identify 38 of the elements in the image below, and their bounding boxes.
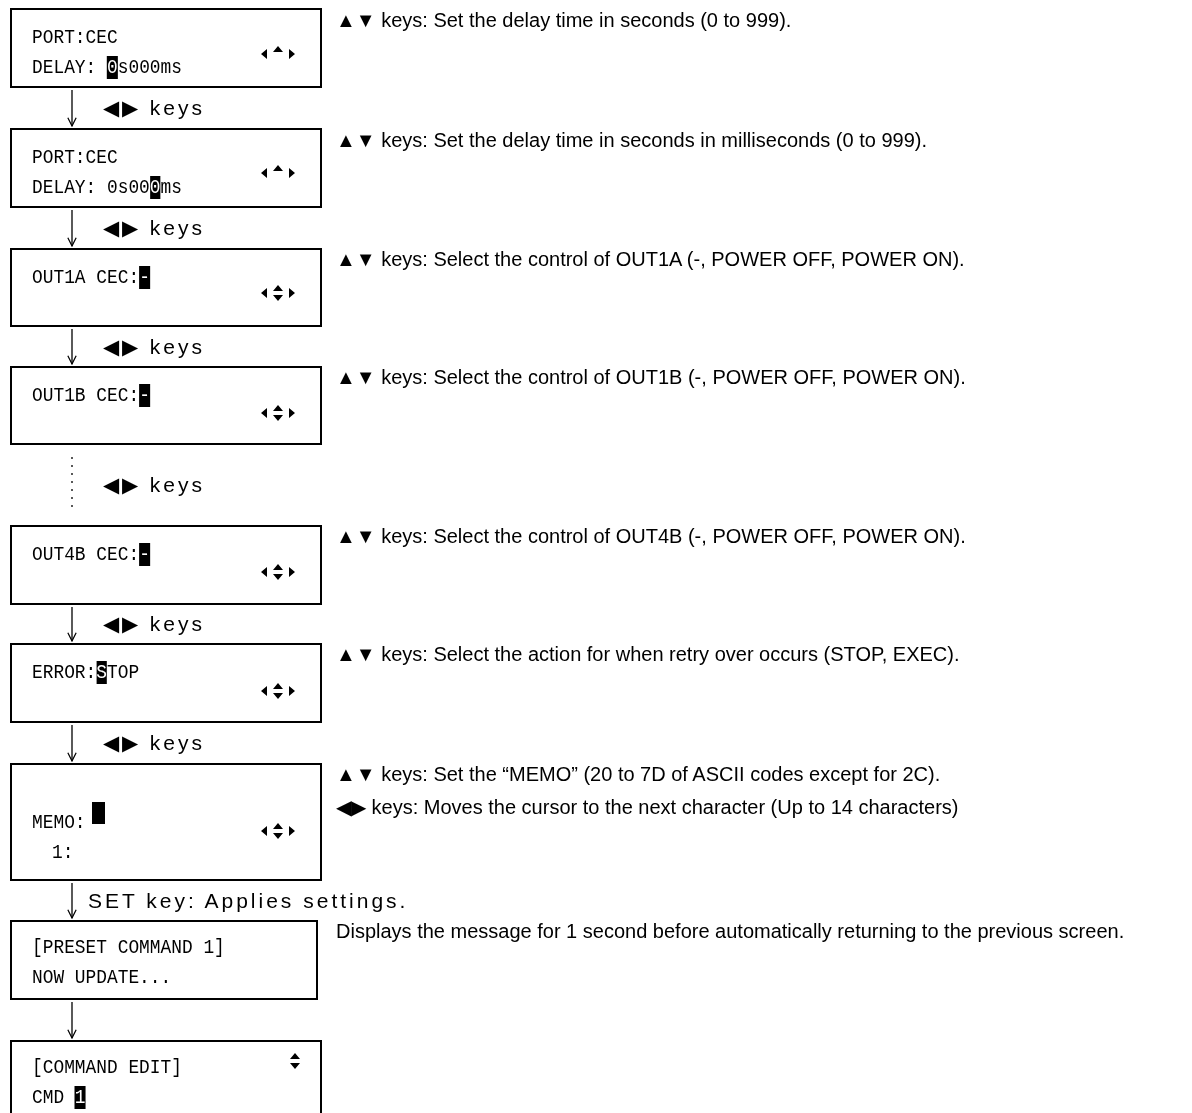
arrow <box>67 328 77 365</box>
screen-text: DELAY: 0s000ms <box>32 56 182 80</box>
lcd-screen <box>10 366 322 445</box>
arrow <box>67 606 77 642</box>
lcd-screen <box>10 128 322 208</box>
lcd-screen <box>10 643 322 723</box>
description-text: ▲▼ keys: Set the delay time in seconds in milliseconds (0 to 999). <box>336 128 928 153</box>
screen-text: OUT1A CEC:- <box>32 266 150 290</box>
screen-text: PORT:CEC <box>32 26 118 50</box>
screen-text: NOW UPDATE... <box>32 966 172 990</box>
description-text: ▲▼ keys: Select the control of OUT1B (-, POWER OFF, POWER ON). <box>336 365 967 390</box>
screen-text: MEMO: <box>32 811 86 835</box>
description-text: ▲▼ keys: Select the action for when retry over occurs (STOP, EXEC). <box>336 642 961 667</box>
lcd-screen <box>10 248 322 327</box>
description-text: Displays the message for 1 second before automatically returning to the previous screen. <box>336 919 1126 944</box>
screen-text: OUT1B CEC:- <box>32 384 150 408</box>
screen-text: CMD 1 <box>32 1086 86 1110</box>
arrow <box>67 724 77 762</box>
description-text: ▲▼ keys: Set the delay time in seconds (0 to 999). <box>336 8 793 33</box>
description-text: ▲▼ keys: Select the control of OUT4B (-, POWER OFF, POWER ON). <box>336 524 967 549</box>
arrow <box>67 89 77 127</box>
description-text: ▲▼ keys: Set the “MEMO” (20 to 7D of ASCII codes except for 2C). <box>336 762 942 787</box>
screen-text: PORT:CEC <box>32 146 118 170</box>
arrow <box>67 209 77 247</box>
lcd-screen <box>10 1040 322 1113</box>
screen-text: ERROR:STOP <box>32 661 140 685</box>
screen-text: [COMMAND EDIT] <box>32 1056 182 1080</box>
arrow <box>67 1001 77 1039</box>
lcd-screen <box>10 525 322 605</box>
lcd-screen <box>10 8 322 88</box>
lcd-screen <box>10 763 322 881</box>
screen-text: 1: <box>52 841 74 865</box>
lcd-screen <box>10 920 318 1000</box>
arrow <box>67 882 77 919</box>
description-text: ◀▶ keys: Moves the cursor to the next character (Up to 14 characters) <box>336 795 960 820</box>
description-text: ▲▼ keys: Select the control of OUT1A (-, POWER OFF, POWER ON). <box>336 247 966 272</box>
screen-text: OUT4B CEC:- <box>32 543 150 567</box>
screen-text: [PRESET COMMAND 1] <box>32 936 225 960</box>
